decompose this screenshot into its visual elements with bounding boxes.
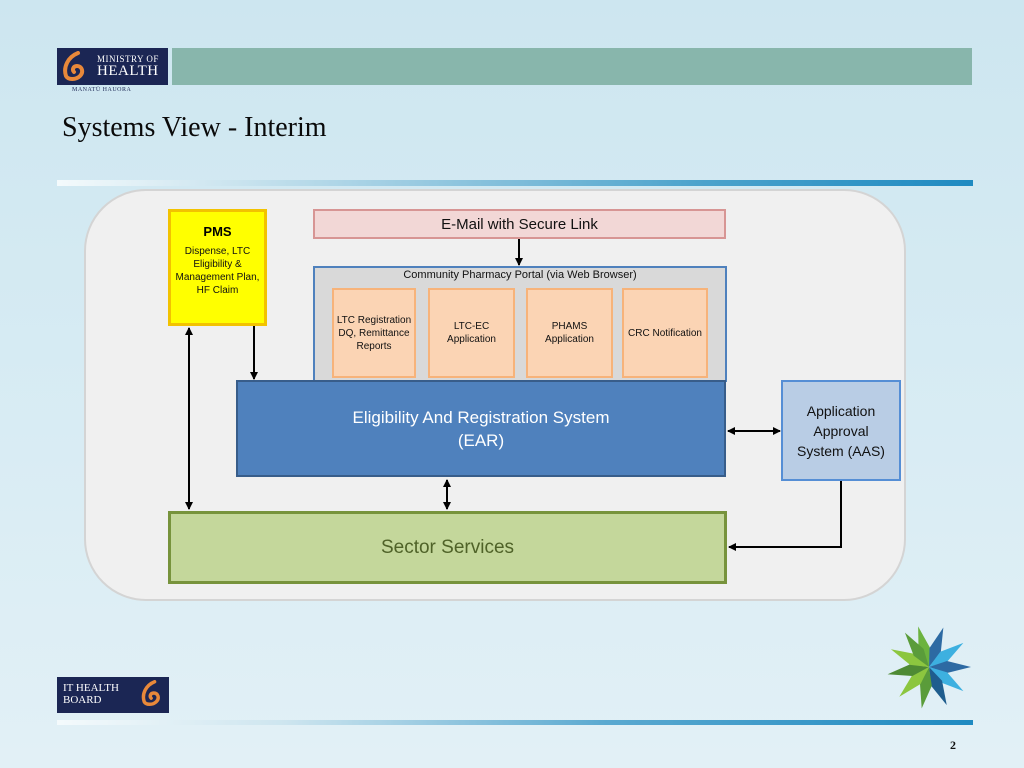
pms-box: PMS Dispense, LTC Eligibility & Manageme… bbox=[168, 209, 267, 326]
portal-app-phams: PHAMS Application bbox=[526, 288, 613, 378]
aas-label: Application Approval System (AAS) bbox=[797, 402, 885, 459]
header-band bbox=[172, 48, 972, 85]
sector-services-box: Sector Services bbox=[168, 511, 727, 584]
page-title: Systems View - Interim bbox=[62, 112, 327, 143]
koru-icon bbox=[141, 680, 160, 706]
pms-description: Dispense, LTC Eligibility & Management P… bbox=[175, 246, 260, 296]
it-health-board-logo: IT HEALTH BOARD bbox=[57, 677, 169, 713]
portal-app-ltc-ec: LTC-EC Application bbox=[428, 288, 515, 378]
ministry-of-health-logo: MINISTRY OF HEALTH bbox=[57, 48, 168, 85]
ith-line1: IT HEALTH bbox=[63, 682, 119, 694]
logo-line2: HEALTH bbox=[97, 63, 159, 79]
koru-icon bbox=[63, 51, 85, 81]
email-box: E-Mail with Secure Link bbox=[313, 209, 726, 239]
ear-line1: Eligibility And Registration System bbox=[352, 408, 610, 427]
logo-subtitle: MANATŪ HAUORA bbox=[72, 87, 132, 93]
pms-heading: PMS bbox=[203, 224, 232, 239]
logo-line1: MINISTRY OF bbox=[97, 54, 159, 64]
aas-box: Application Approval System (AAS) bbox=[781, 380, 901, 481]
ear-line2: (EAR) bbox=[457, 431, 505, 450]
portal-title: Community Pharmacy Portal (via Web Brows… bbox=[403, 269, 637, 281]
star-emblem-icon bbox=[887, 626, 971, 709]
portal-app-ltc-registration: LTC Registration DQ, Remittance Reports bbox=[332, 288, 416, 378]
title-divider bbox=[57, 180, 973, 186]
ear-box: Eligibility And Registration System (EAR… bbox=[236, 380, 726, 477]
arrow-aas-to-sector bbox=[728, 481, 842, 551]
page-number: 2 bbox=[950, 738, 956, 752]
ith-line2: BOARD bbox=[63, 694, 102, 706]
footer-divider bbox=[57, 720, 973, 725]
portal-app-crc: CRC Notification bbox=[622, 288, 708, 378]
